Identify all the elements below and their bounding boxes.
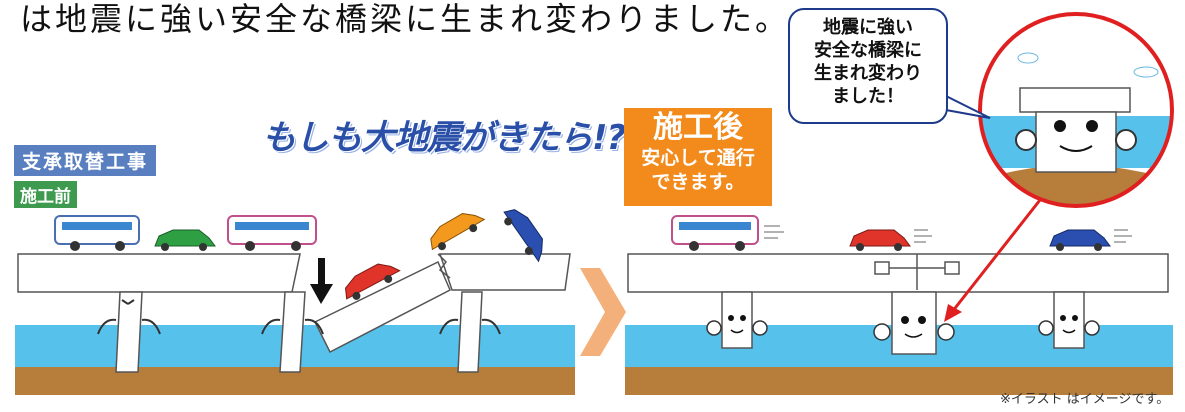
pier-right-3	[1038, 291, 1100, 349]
pier-right-2	[873, 291, 955, 355]
crack-line	[437, 253, 451, 279]
bus-right	[671, 215, 784, 251]
after-line-2: できます。	[651, 171, 745, 193]
ground-right	[625, 367, 1173, 395]
pier-right-1	[706, 291, 768, 349]
headline: は地震に強い安全な橋梁に生まれ変わりました。	[20, 0, 791, 38]
bus-left-1	[54, 215, 140, 251]
speech-line-3: 生まれ変わり	[814, 63, 922, 84]
pier-left-3	[439, 291, 501, 373]
speech-line-1: 地震に強い	[823, 17, 913, 38]
car-green	[154, 229, 216, 251]
car-red-right	[849, 229, 932, 251]
earthquake-question-title: もしも大地震がきたら!?	[262, 118, 626, 158]
after-box: 施工後 安心して通行 できます。	[624, 108, 772, 206]
speech-bubble: 地震に強い 安全な橋梁に 生まれ変わり ました！	[788, 8, 948, 124]
bus-left-2	[227, 215, 317, 251]
illustration-note: ※イラスト はイメージです。	[1000, 392, 1170, 407]
bridge-deck-collapsed	[313, 260, 451, 354]
bridge-deck-after	[627, 253, 1169, 293]
car-orange-falling	[430, 213, 486, 251]
pier-left-1	[97, 291, 161, 373]
speech-line-2: 安全な橋梁に	[814, 40, 922, 61]
after-title: 施工後	[653, 110, 743, 145]
impact-arrow	[310, 258, 333, 304]
after-scene	[625, 215, 1173, 395]
car-red-falling	[344, 263, 401, 300]
car-blue-right	[1049, 229, 1132, 251]
after-line-1: 安心して通行	[641, 147, 755, 169]
transition-arrow	[580, 268, 626, 356]
car-blue-falling	[503, 209, 543, 263]
zoom-detail	[944, 12, 1174, 322]
bridge-deck-right	[438, 253, 571, 291]
before-label: 施工前	[14, 181, 77, 208]
bearing-symbol	[874, 254, 960, 290]
before-scene	[15, 209, 575, 395]
bridge-deck-intact	[17, 253, 301, 293]
speech-line-4: ました！	[832, 86, 904, 107]
pier-left-2	[261, 291, 324, 373]
work-label: 支承取替工事	[14, 145, 157, 176]
